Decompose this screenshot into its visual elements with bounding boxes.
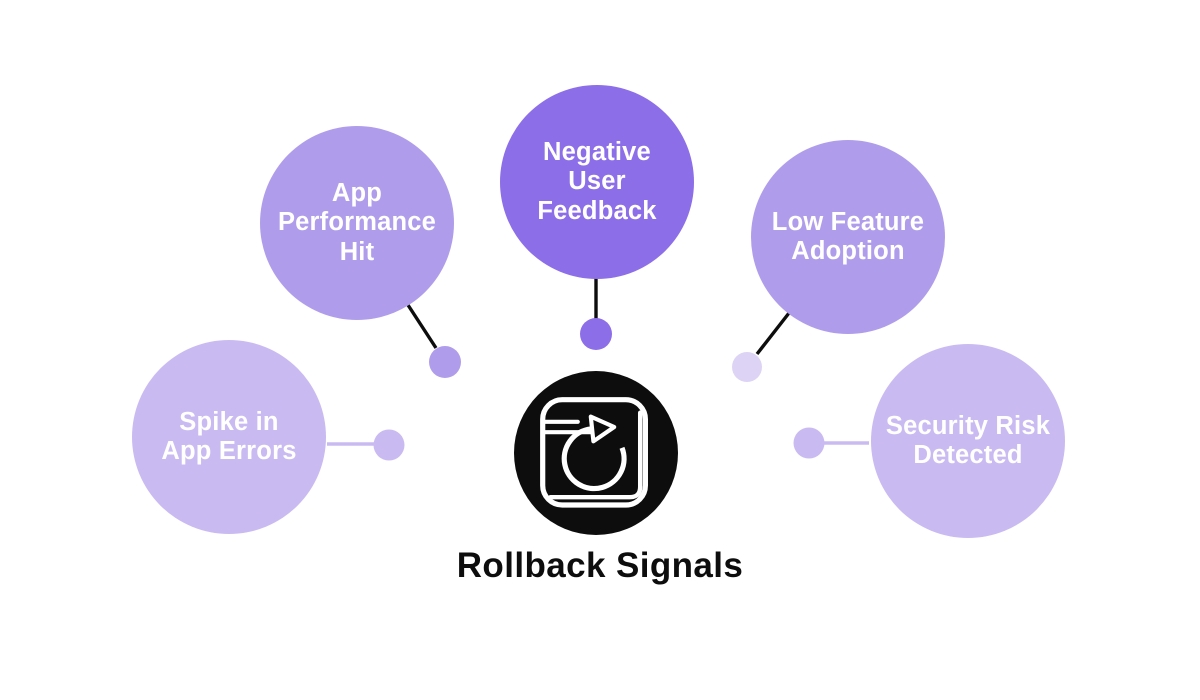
connector-line-low-feature-adoption <box>755 311 791 356</box>
connector-dot-low-feature-adoption <box>732 352 762 382</box>
bubble-label: Negative User Feedback <box>537 138 657 225</box>
bubble-low-feature-adoption: Low Feature Adoption <box>751 140 945 334</box>
center-hub <box>514 371 678 535</box>
rollback-refresh-icon <box>540 397 648 508</box>
bubble-spike-in-app-errors: Spike in App Errors <box>132 340 326 534</box>
bubble-app-performance-hit: App Performance Hit <box>260 126 454 320</box>
bubble-security-risk-detected: Security Risk Detected <box>871 344 1065 538</box>
connector-dot-app-performance-hit <box>429 346 461 378</box>
diagram-title: Rollback Signals <box>456 546 744 585</box>
bubble-label: Spike in App Errors <box>161 407 297 465</box>
connector-line-app-performance-hit <box>406 304 438 349</box>
connector-dot-spike-in-app-errors <box>373 429 405 461</box>
bubble-label: App Performance Hit <box>277 179 437 266</box>
connector-dot-security-risk-detected <box>793 427 825 459</box>
bubble-label: Low Feature Adoption <box>771 207 925 265</box>
bubble-label: Security Risk Detected <box>885 411 1051 469</box>
connector-dot-negative-user-feedback <box>580 318 612 350</box>
bubble-negative-user-feedback: Negative User Feedback <box>500 85 694 279</box>
